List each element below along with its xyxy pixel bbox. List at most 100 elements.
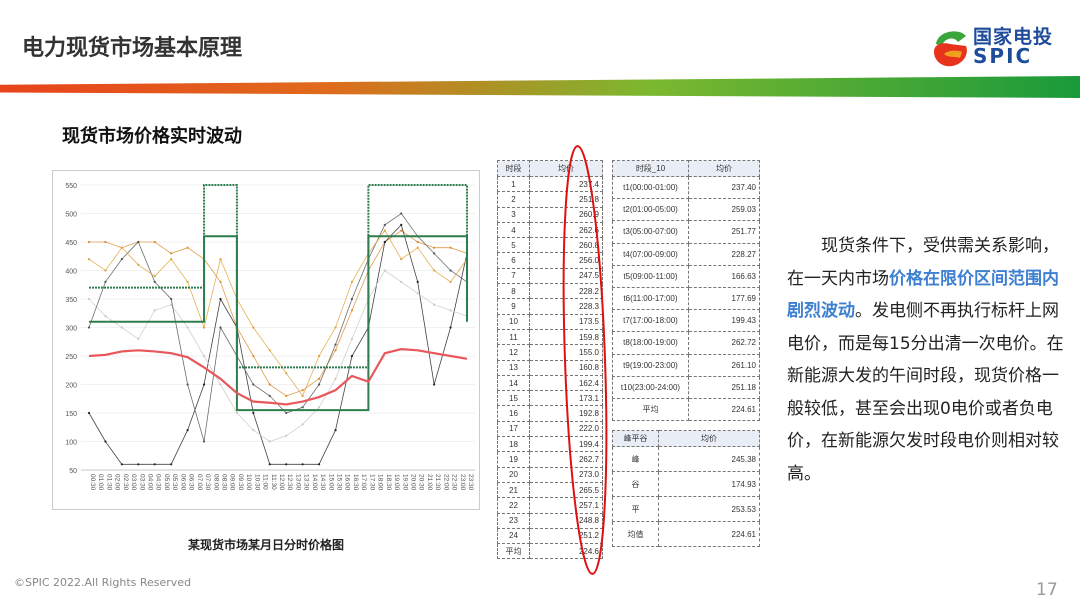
x-tick-label: 16:30 [352,474,359,491]
data-point [120,463,123,466]
series-line-4 [88,229,468,397]
data-point [285,372,288,375]
period-cell: 13 [497,359,530,376]
logo-cn-text: 国家电投 [973,26,1054,48]
x-tick-label: 22:00 [442,474,449,491]
x-tick-label: 04:00 [147,474,154,491]
period-cell: 平 [612,496,659,522]
highlighted-text: 价格在限价区间范围内剧烈波动 [787,268,1059,322]
data-point [268,383,271,386]
x-tick-label: 10:00 [245,474,252,491]
period-cell: t5(09:00-11:00) [612,264,689,288]
description-paragraph: 现货条件下，受供需关系影响，在一天内市场价格在限价区间范围内剧烈波动。发电侧不再… [787,230,1067,490]
price-cell: 224.61 [658,521,760,547]
price-cell: 260.8 [529,237,603,254]
period-cell: t9(19:00-23:00) [612,353,689,377]
chart-caption: 某现货市场某月日分时价格图 [187,538,344,552]
data-point [186,383,189,386]
data-point [104,315,107,318]
column-header: 峰平谷 [612,430,659,447]
data-point [170,463,173,466]
price-cell: 251.2 [529,527,603,545]
x-tick-label: 08:30 [220,474,227,491]
period-cell: t6(11:00-17:00) [612,286,689,311]
data-point [170,297,173,301]
data-point [433,303,436,306]
data-point [137,463,140,466]
period-cell: 7 [497,267,530,285]
data-point [104,240,107,244]
price-cell: 222.0 [529,420,603,438]
data-point [433,252,436,255]
data-point [301,406,304,409]
data-point [449,246,452,249]
data-point [252,326,255,329]
x-tick-label: 22:30 [451,474,458,491]
table-row: t8(18:00-19:00)262.72 [612,331,760,355]
period-cell: 23 [497,512,530,529]
x-tick-label: 06:30 [188,474,195,491]
data-point [301,389,304,392]
data-point [400,212,403,215]
x-tick-label: 01:30 [105,474,112,491]
column-header: 均价 [529,160,603,177]
period-cell: 22 [497,497,530,514]
data-point [186,246,189,249]
x-tick-label: 21:30 [434,474,441,491]
data-point [137,263,140,266]
period-cell: t7(17:00-18:00) [612,309,689,333]
price-cell: 253.53 [658,496,760,522]
series-line-1 [88,224,468,465]
data-point [252,383,255,386]
y-tick-label: 50 [69,468,77,475]
price-cell: 237.4 [529,175,603,193]
data-point [153,280,156,283]
data-point [400,280,403,283]
series-line-0 [89,230,468,397]
x-tick-label: 21:00 [426,474,433,491]
data-point [383,223,386,226]
period-cell: 峰 [612,446,659,472]
price-cell: 228.3 [529,298,603,315]
data-point [449,269,452,272]
data-point [350,354,354,358]
data-point [104,280,107,283]
x-tick-label: 01:00 [97,474,104,491]
data-point [235,411,239,415]
price-cell: 199.43 [688,309,760,333]
period-cell: t3(05:00-07:00) [612,220,689,244]
period-cell: 11 [497,328,530,346]
data-point [301,423,304,426]
x-tick-label: 18:00 [377,474,384,491]
x-tick-label: 00:30 [89,474,96,491]
data-point [350,337,354,340]
series-line-6 [89,235,468,412]
data-point [301,394,304,397]
header-gradient-bar [0,76,1080,98]
price-cell: 199.4 [529,436,603,453]
period-cell: 5 [497,237,530,254]
data-point [219,326,222,329]
x-tick-label: 14:30 [319,474,326,491]
x-tick-label: 15:30 [336,474,343,491]
data-point [252,354,255,358]
table-row: t10(23:00-24:00)251.18 [612,375,760,399]
data-point [433,246,436,249]
x-tick-label: 10:30 [253,474,260,491]
x-tick-label: 07:00 [196,474,203,491]
data-point [219,280,222,283]
table-row: t2(01:00-05:00)259.03 [612,198,760,222]
price-cell: 192.8 [529,405,603,422]
x-tick-label: 13:30 [303,474,310,491]
data-point [186,429,189,432]
data-point [120,326,123,329]
x-tick-label: 11:30 [270,474,277,490]
copyright: ©SPIC 2022.All Rights Reserved [14,576,192,589]
data-point [170,258,173,261]
period-cell: 8 [497,283,530,300]
price-cell: 251.8 [529,191,603,208]
